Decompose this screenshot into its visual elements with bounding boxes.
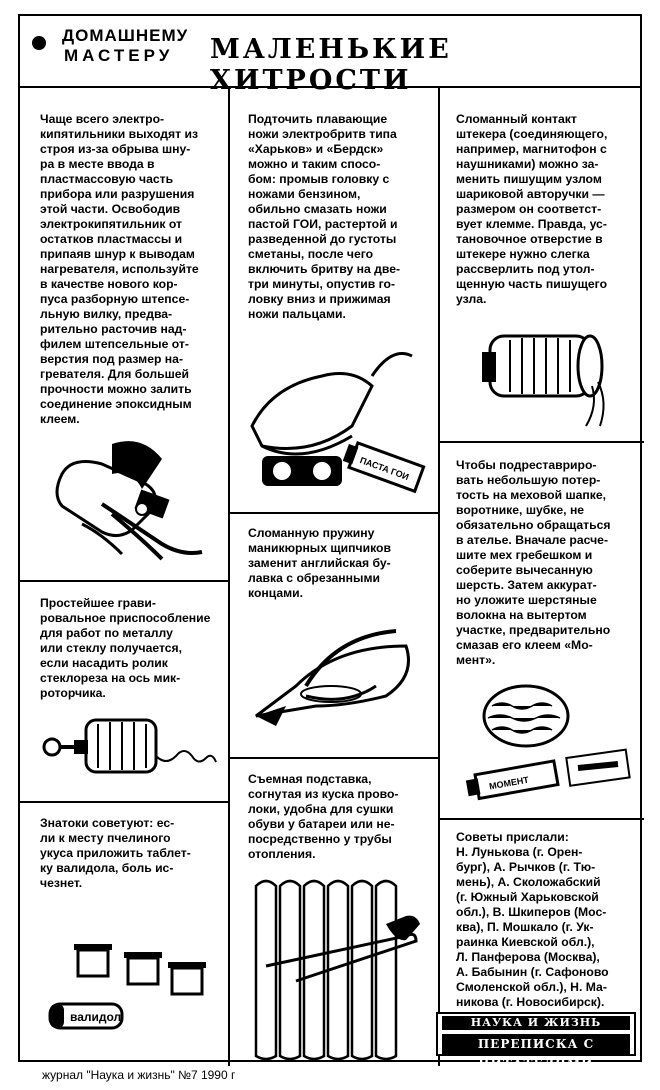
clippers-illustration xyxy=(255,629,410,726)
tip-stand-text: Съемная подставка, согнутая из куска про… xyxy=(248,772,399,861)
page-title: МАЛЕНЬКИЕ ХИТРОСТИ xyxy=(210,34,452,96)
tip-clippers: Сломанную пружину маникюрных щипчиков за… xyxy=(242,526,432,601)
cell-rule-c3-2 xyxy=(438,818,644,820)
cell-rule-c2-2 xyxy=(228,757,438,759)
magazine-page: ДОМАШНЕМУ МАСТЕРУ МАЛЕНЬКИЕ ХИТРОСТИ Чащ… xyxy=(18,14,644,1066)
tip-stand: Съемная подставка, согнутая из куска про… xyxy=(242,772,432,862)
source-caption: журнал "Наука и жизнь" №7 1990 г xyxy=(42,1068,236,1082)
tip-bees: Знатоки советуют: ес- ли к месту пчелино… xyxy=(34,816,224,891)
shaver-illustration: ПАСТА ГОИ xyxy=(250,352,426,494)
radiator-stand-illustration xyxy=(254,879,420,1061)
tip-plug-text: Сломанный контакт штекера (соединяющего,… xyxy=(456,112,608,306)
cell-rule-c2-1 xyxy=(228,512,438,514)
column-divider-1 xyxy=(228,86,230,1066)
tip-plug: Сломанный контакт штекера (соединяющего,… xyxy=(450,112,640,307)
tip-shaver: Подточить плавающие ножи электробритв ти… xyxy=(242,112,432,322)
tip-kettle: Чаще всего электро- кипятильники выходят… xyxy=(34,112,224,427)
validol-label: валидол xyxy=(70,1010,121,1024)
rubric: ДОМАШНЕМУ МАСТЕРУ xyxy=(62,26,188,66)
beehives-illustration: валидол xyxy=(48,944,206,1030)
tip-fur: Чтобы подреставриро- вать небольшую поте… xyxy=(450,458,640,668)
badge-section: ПЕРЕПИСКА С ЧИТАТЕЛЯМИ xyxy=(442,1034,630,1071)
cell-rule-c3-1 xyxy=(438,441,644,443)
tip-senders-text: Советы прислали: Н. Лунькова (г. Орен- б… xyxy=(456,830,609,1009)
tip-fur-text: Чтобы подреставриро- вать небольшую поте… xyxy=(456,458,611,667)
kettle-plug-illustration xyxy=(55,441,203,561)
tip-engraver-text: Простейшее грави- ровальное приспособлен… xyxy=(40,596,211,700)
tip-shaver-text: Подточить плавающие ножи электробритв ти… xyxy=(248,112,401,321)
cell-rule-c1-1 xyxy=(20,580,228,582)
column-divider-2 xyxy=(438,86,440,1066)
tip-kettle-text: Чаще всего электро- кипятильники выходят… xyxy=(40,112,199,426)
badge-magazine: НАУКА И ЖИЗНЬ xyxy=(442,1016,630,1030)
fur-hat-illustration: МОМЕНТ xyxy=(465,684,631,801)
tip-senders: Советы прислали: Н. Лунькова (г. Орен- б… xyxy=(450,830,640,1010)
tip-bees-text: Знатоки советуют: ес- ли к месту пчелино… xyxy=(40,816,191,890)
header-rule xyxy=(20,86,640,88)
plug-illustration xyxy=(482,334,605,427)
engraver-motor-illustration xyxy=(42,718,217,774)
rubric-line-2: МАСТЕРУ xyxy=(64,46,174,65)
rubric-line-1: ДОМАШНЕМУ xyxy=(62,26,189,45)
page-header: ДОМАШНЕМУ МАСТЕРУ МАЛЕНЬКИЕ ХИТРОСТИ xyxy=(20,16,640,96)
bullet-icon xyxy=(32,36,46,50)
tip-engraver: Простейшее грави- ровальное приспособлен… xyxy=(34,596,224,701)
tip-clippers-text: Сломанную пружину маникюрных щипчиков за… xyxy=(248,526,391,600)
cell-rule-c1-2 xyxy=(20,801,228,803)
section-badge: НАУКА И ЖИЗНЬ ПЕРЕПИСКА С ЧИТАТЕЛЯМИ xyxy=(436,1012,636,1071)
